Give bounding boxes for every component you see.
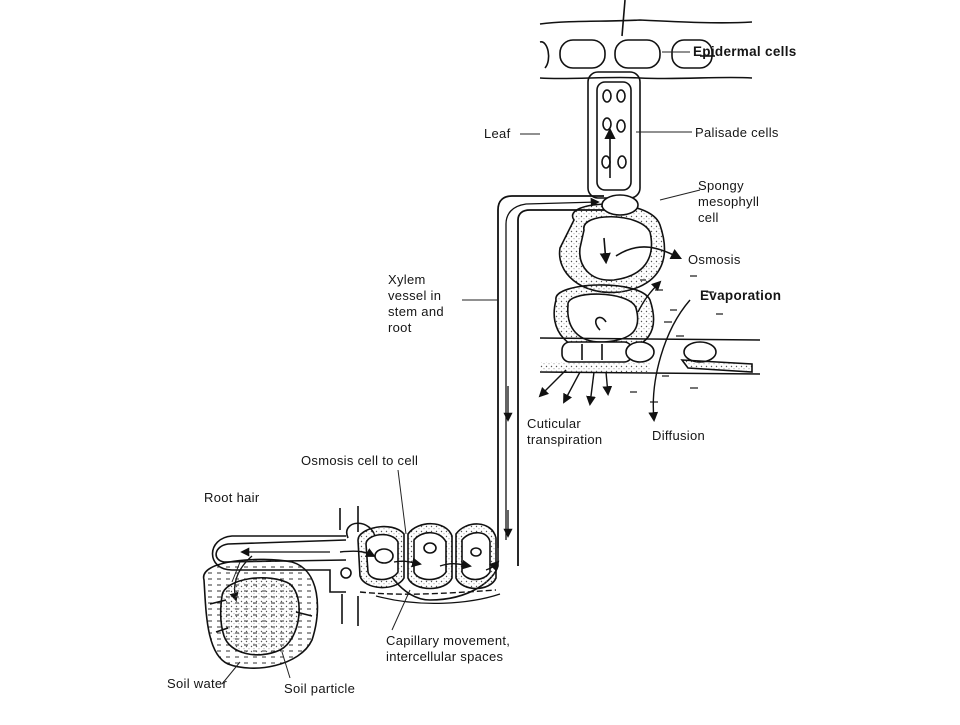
upper-epidermis	[540, 0, 752, 79]
transpiration-arrows	[538, 280, 690, 422]
label-cuticular-transpiration: Cuticular transpiration	[527, 416, 603, 447]
osmosis-path-arrows	[340, 548, 500, 594]
label-diffusion: Diffusion	[652, 428, 706, 443]
label-xylem-vessel: Xylem vessel in stem and root	[388, 272, 444, 335]
spongy-mesophyll-cells	[554, 195, 683, 352]
label-spongy-mesophyll: Spongy mesophyll cell	[698, 178, 760, 225]
root-cortex-cells	[340, 506, 500, 626]
leader-lines	[222, 52, 700, 684]
label-leaf: Leaf	[484, 126, 511, 141]
label-osmosis: Osmosis	[688, 252, 741, 267]
xylem-vessel	[498, 196, 604, 566]
soil-particle	[204, 559, 318, 668]
label-epidermal-cells: Epidermal cells	[693, 44, 797, 59]
label-root-hair: Root hair	[204, 490, 260, 505]
label-osmosis-cell-to-cell: Osmosis cell to cell	[301, 453, 419, 468]
lower-epidermis	[540, 338, 760, 374]
label-palisade-cells: Palisade cells	[695, 125, 779, 140]
label-capillary-movement: Capillary movement, intercellular spaces	[386, 633, 511, 664]
label-soil-water: Soil water	[167, 676, 228, 691]
label-evaporation: Evaporation	[700, 288, 782, 303]
palisade-cells	[588, 72, 640, 198]
label-soil-particle: Soil particle	[284, 681, 356, 696]
